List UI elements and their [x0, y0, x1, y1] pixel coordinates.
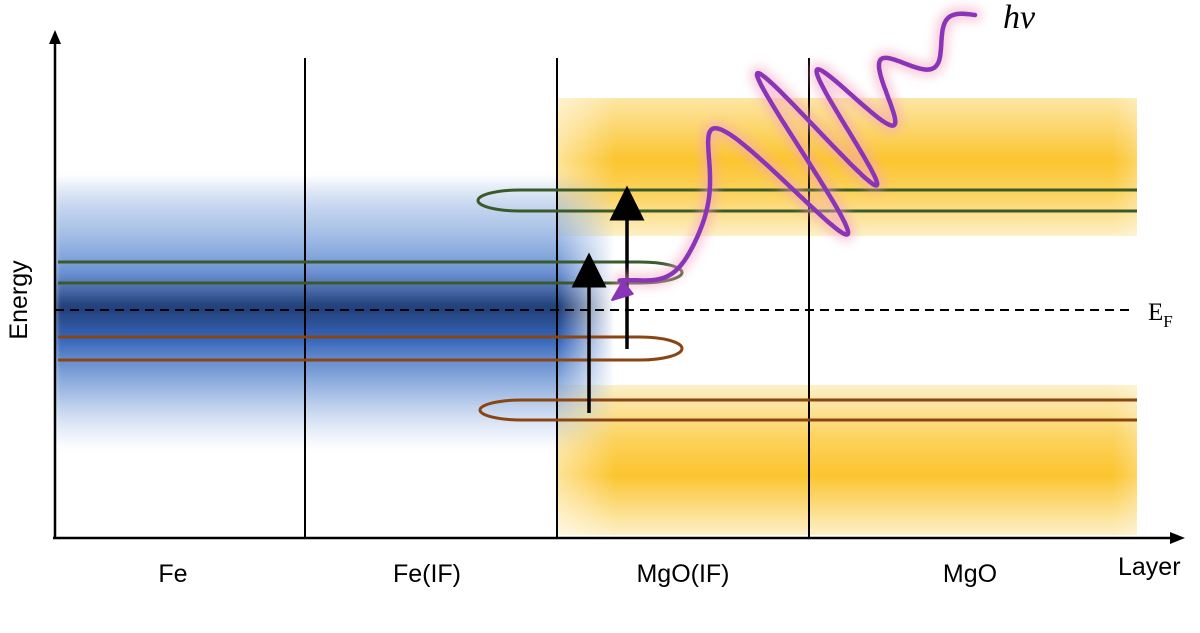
fermi-level-label: EF: [1148, 299, 1173, 331]
x-axis-arrowhead: [1170, 532, 1185, 544]
occupied-orbital-mgo: [478, 398, 1137, 422]
photon-wave: [611, 6, 982, 301]
unoccupied-orbital-mgo: [476, 188, 1137, 213]
region-label-mgo-if: MgO(IF): [636, 560, 729, 588]
y-axis-arrowhead: [49, 30, 61, 44]
fe-band: [55, 175, 615, 450]
region-label-mgo: MgO: [943, 560, 997, 588]
mgo-valence-band: [557, 385, 1137, 535]
photon-label: hν: [1003, 0, 1036, 36]
svg-text:EF: EF: [1148, 299, 1173, 331]
x-axis-label: Layer: [1118, 553, 1181, 581]
y-axis-label: Energy: [5, 260, 33, 340]
region-label-fe: Fe: [158, 560, 187, 588]
occupied-orbital-fe: [58, 335, 684, 362]
region-label-fe-if: Fe(IF): [393, 560, 461, 588]
